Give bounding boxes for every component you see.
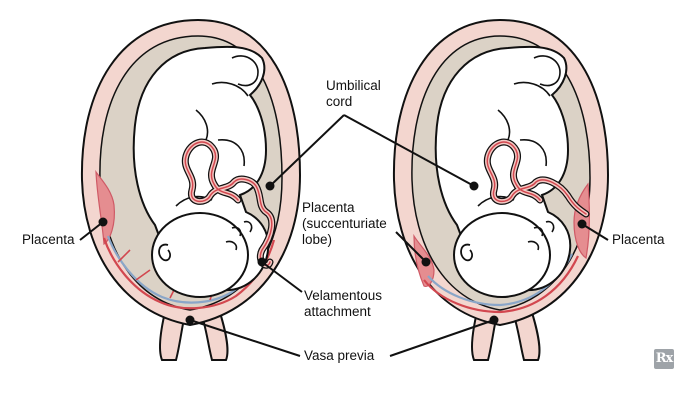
right-membrane-vessels-artery (423, 255, 579, 314)
label-velamentous-attachment: Velamentous attachment (304, 288, 382, 320)
label-placenta-succenturiate: Placenta (succenturiate lobe) (302, 200, 387, 248)
rx-logo: Rx (654, 349, 674, 369)
dot-velamentous (257, 257, 267, 267)
dot-vasa-previa-right (489, 315, 499, 325)
right-uterus (392, 18, 610, 361)
label-succenturiate-line2: (succenturiate (302, 216, 387, 231)
left-fetus-ear (158, 243, 171, 262)
leader-velamentous (261, 261, 303, 293)
left-placenta (95, 169, 115, 246)
leader-placenta-left (79, 221, 104, 241)
dot-vasa-previa-left (185, 315, 195, 325)
left-fetus-face (225, 220, 253, 251)
dot-placenta-right (577, 219, 587, 229)
label-succenturiate-line3: lobe) (302, 232, 333, 247)
dot-umbilical-right (469, 181, 479, 191)
leader-vasa-previa-right (389, 319, 495, 357)
left-uterus (80, 18, 302, 361)
dot-placenta-left (98, 217, 108, 227)
leader-umbilical-left (269, 114, 345, 187)
right-fetus-ear (460, 243, 473, 262)
leader-succenturiate (395, 231, 427, 263)
label-velamentous-line2: attachment (304, 304, 371, 319)
leader-vasa-previa-left (189, 319, 301, 357)
left-fetus-head (151, 212, 249, 298)
leader-umbilical-right (343, 114, 475, 187)
label-placenta-right: Placenta (612, 232, 665, 247)
label-succenturiate-line1: Placenta (302, 200, 355, 215)
leader-lines (79, 114, 609, 357)
right-fetus-foot (533, 55, 561, 87)
leader-dots (98, 181, 587, 325)
label-umbilical-cord: Umbilical cord (326, 78, 381, 110)
right-fetus-limbs (477, 81, 551, 207)
right-fetus-face (527, 220, 555, 251)
left-fetus-foot (231, 55, 259, 87)
leader-placenta-right (581, 223, 609, 241)
label-umbilical-cord-line1: Umbilical (326, 78, 381, 93)
label-placenta-left: Placenta (22, 232, 75, 247)
left-membrane-vessels-branch (117, 249, 255, 301)
left-fetus-limbs (175, 81, 249, 207)
label-vasa-previa: Vasa previa (304, 348, 375, 363)
dot-succenturiate (421, 257, 431, 267)
label-velamentous-line1: Velamentous (304, 288, 383, 303)
dot-umbilical-left (265, 181, 275, 191)
label-umbilical-cord-line2: cord (326, 94, 353, 109)
right-fetus-head (453, 212, 551, 298)
